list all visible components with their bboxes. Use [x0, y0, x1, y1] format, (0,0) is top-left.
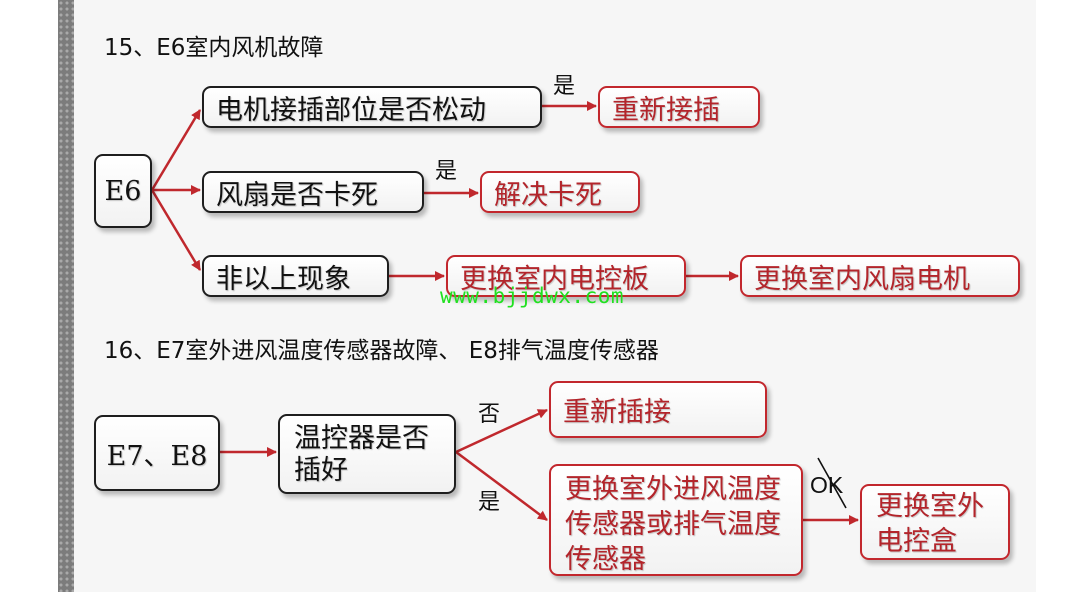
arrow-e6-to-check1	[150, 109, 202, 191]
check-motor-plug-box: 电机接插部位是否松动	[202, 86, 542, 128]
action-reinsert-label: 重新插接	[563, 397, 671, 428]
section16-title: 16、E7室外进风温度传感器故障、 E8排气温度传感器	[104, 338, 659, 364]
e7e8-root-box: E7、E8	[94, 415, 220, 491]
action-reinsert-box: 重新插接	[549, 381, 767, 438]
action-replug-label: 重新接插	[612, 94, 720, 126]
yes-label-1: 是	[553, 74, 576, 99]
check-thermostat-box: 温控器是否插好	[278, 414, 456, 494]
action-replace-sensors-box: 更换室外进风温度传感器或排气温度传感器	[549, 464, 803, 576]
no-label: 否	[478, 402, 501, 427]
check-motor-plug-label: 电机接插部位是否松动	[216, 94, 486, 126]
action-replace-sensors-label: 更换室外进风温度传感器或排气温度传感器	[565, 474, 781, 575]
left-margin	[0, 0, 58, 592]
action-replace-outdoor-box: 更换室外电控盒	[860, 484, 1010, 560]
arrow-check-to-yes	[455, 450, 548, 522]
watermark-text: www.bjjdwx.com	[440, 284, 625, 308]
action-replace-indoor-board-box: 更换室内电控板	[446, 255, 686, 297]
action-unstick-label: 解决卡死	[494, 179, 602, 211]
e6-root-box: E6	[94, 154, 152, 228]
e6-root-label: E6	[104, 175, 142, 207]
dotted-border	[58, 0, 74, 592]
action-replug-box: 重新接插	[598, 86, 760, 128]
e7e8-root-label: E7、E8	[106, 440, 208, 472]
action-replace-indoor-board-label: 更换室内电控板	[460, 263, 649, 295]
yes-label-2: 是	[435, 159, 458, 184]
arrow-e6-to-check3	[150, 189, 202, 271]
check-other-box: 非以上现象	[202, 255, 389, 297]
ok-label: OK	[810, 472, 844, 498]
check-thermostat-label: 温控器是否插好	[294, 423, 429, 486]
section15-title: 15、E6室内风机故障	[104, 35, 324, 61]
check-other-label: 非以上现象	[216, 263, 351, 295]
action-replace-indoor-fan-motor-label: 更换室内风扇电机	[754, 263, 970, 295]
right-margin	[1036, 0, 1080, 592]
arrow-check-to-no	[455, 408, 548, 454]
action-unstick-box: 解决卡死	[480, 171, 640, 213]
action-replace-outdoor-label: 更换室外电控盒	[876, 491, 984, 557]
action-replace-indoor-fan-motor-box: 更换室内风扇电机	[740, 255, 1020, 297]
yes-label-3: 是	[478, 490, 501, 515]
ok-strike-line	[817, 457, 847, 509]
check-fan-stuck-box: 风扇是否卡死	[202, 171, 424, 213]
check-fan-stuck-label: 风扇是否卡死	[216, 179, 378, 211]
